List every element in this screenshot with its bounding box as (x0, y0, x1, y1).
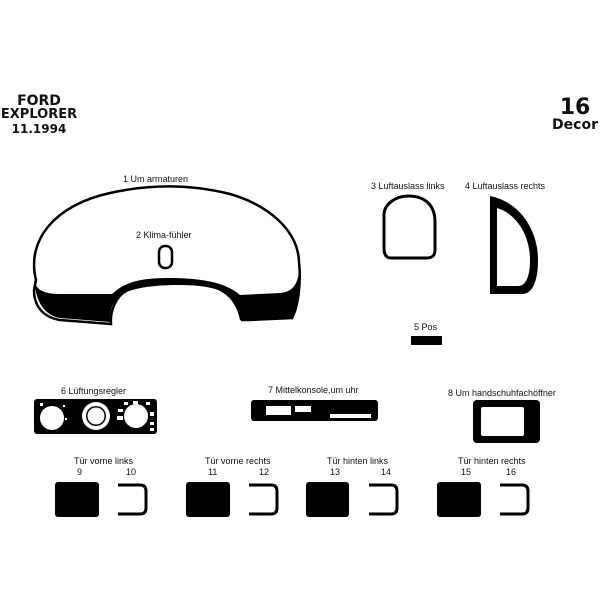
door-part-12 (249, 483, 279, 516)
part-label-1: 1 Um armaturen (123, 174, 189, 184)
door-num-12: 12 (259, 467, 270, 477)
car-title: FORD EXPLORER 11.1994 (0, 94, 78, 136)
door-part-13 (306, 482, 349, 517)
door-part-16 (500, 483, 530, 516)
door-num-9: 9 (77, 467, 83, 477)
door-title-front-right: Tür vorne rechts (205, 456, 271, 466)
door-num-14: 14 (381, 467, 392, 477)
car-model: EXPLORER (0, 107, 78, 122)
part-6-ventilation-control (34, 399, 157, 434)
door-part-10 (118, 483, 148, 516)
door-num-13: 13 (330, 467, 341, 477)
part-5-pos (411, 336, 442, 345)
car-date: 11.1994 (11, 122, 67, 136)
decor-count-number: 16 (559, 95, 591, 120)
part-label-5: 5 Pos (414, 322, 438, 332)
door-num-11: 11 (208, 467, 218, 477)
decor-count: 16 Decor (540, 95, 600, 133)
car-make: FORD (17, 93, 61, 109)
door-num-10: 10 (126, 467, 137, 477)
door-title-rear-left: Tür hinten links (327, 456, 389, 466)
door-title-front-left: Tür vorne links (74, 456, 134, 466)
part-2-climate-sensor (157, 244, 174, 270)
door-num-16: 16 (506, 467, 517, 477)
decor-count-label: Decor (552, 117, 598, 133)
door-part-9 (55, 482, 99, 517)
part-7-center-console (251, 400, 378, 421)
part-label-8: 8 Um handschuhfachöffner (448, 388, 556, 398)
part-label-7: 7 Mittelkonsole,um uhr (268, 385, 359, 395)
part-4-right-vent (490, 196, 538, 294)
door-part-11 (186, 482, 230, 517)
part-8-glovebox-surround (473, 400, 540, 443)
part-label-2: 2 Klima-fühler (136, 230, 192, 240)
door-num-15: 15 (461, 467, 472, 477)
part-1-instrument-surround (32, 185, 301, 326)
part-3-left-vent (382, 194, 437, 260)
door-title-rear-right: Tür hinten rechts (458, 456, 526, 466)
part-label-6: 6 Lüftungsregler (61, 386, 127, 396)
part-label-4: 4 Luftauslass rechts (465, 181, 546, 191)
door-part-14 (369, 483, 399, 516)
part-label-3: 3 Luftauslass links (371, 181, 445, 191)
door-part-15 (437, 482, 481, 517)
